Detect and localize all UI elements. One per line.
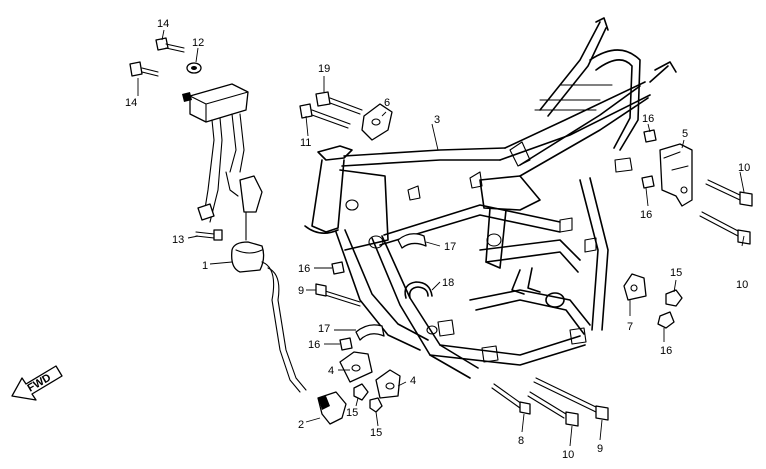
callout-9: 9 xyxy=(298,285,304,297)
bracket-6 xyxy=(361,103,393,141)
callout-14: 14 xyxy=(125,97,137,109)
callout-16: 16 xyxy=(640,209,652,221)
callout-11: 11 xyxy=(300,137,311,149)
callout-labels: 14 12 14 19 6 11 3 16 5 10 16 10 13 17 1… xyxy=(125,18,750,461)
cdi-unit xyxy=(182,83,263,241)
callout-15: 15 xyxy=(370,427,382,439)
callout-16: 16 xyxy=(298,263,310,275)
bracket-5 xyxy=(659,143,693,207)
callout-9: 9 xyxy=(597,443,603,455)
nut-16-upper-right xyxy=(643,129,657,143)
bolt-10-lower xyxy=(699,211,751,245)
bolt-13 xyxy=(195,229,223,241)
nut-16-mid-right xyxy=(641,175,655,189)
clamp-17-upper xyxy=(397,233,427,249)
callout-16: 16 xyxy=(642,113,654,125)
bracket-4-left xyxy=(339,351,373,383)
clamp-18 xyxy=(404,281,433,299)
callout-1: 1 xyxy=(202,260,208,272)
bolt-10-bottom xyxy=(527,391,579,427)
callout-15: 15 xyxy=(670,267,682,279)
forward-direction-indicator: FWD xyxy=(11,365,63,401)
clamp-17-lower xyxy=(355,324,385,341)
bolt-14-left xyxy=(129,61,159,77)
bolt-14-top xyxy=(155,37,185,53)
callout-8: 8 xyxy=(518,435,524,447)
callout-18: 18 xyxy=(442,277,454,289)
bolt-11 xyxy=(299,103,351,129)
leader-lines xyxy=(137,29,745,447)
spark-plug-cap xyxy=(317,391,347,425)
callout-14: 14 xyxy=(157,18,169,30)
fwd-label: FWD xyxy=(26,372,54,395)
nut-15-bottom-left xyxy=(353,383,369,401)
frame-body xyxy=(304,17,677,379)
callout-5: 5 xyxy=(682,128,688,140)
callout-17: 17 xyxy=(444,241,456,253)
nut-15-bottom-right xyxy=(369,397,383,413)
bracket-7 xyxy=(623,273,647,301)
callout-4: 4 xyxy=(410,375,416,387)
callout-2: 2 xyxy=(298,419,304,431)
nut-15-right xyxy=(665,289,683,307)
callout-3: 3 xyxy=(434,114,440,126)
bolt-10-upper xyxy=(705,179,753,207)
callout-15: 15 xyxy=(346,407,358,419)
callout-10: 10 xyxy=(738,162,750,174)
bolt-9-left xyxy=(315,283,361,307)
callout-12: 12 xyxy=(192,37,204,49)
nut-16-left-upper xyxy=(331,261,345,275)
callout-19: 19 xyxy=(318,63,330,75)
callout-10: 10 xyxy=(562,449,574,461)
callout-16: 16 xyxy=(308,339,320,351)
callout-16: 16 xyxy=(660,345,672,357)
bracket-4-right xyxy=(375,369,401,399)
nut-16-lower-right xyxy=(657,311,675,329)
nut-16-left-lower xyxy=(339,337,353,351)
callout-10: 10 xyxy=(736,279,748,291)
washer-12 xyxy=(186,62,202,74)
ignition-coil xyxy=(231,241,307,393)
callout-4: 4 xyxy=(328,365,334,377)
bolt-9-bottom xyxy=(533,377,609,421)
callout-6: 6 xyxy=(384,97,390,109)
callout-17: 17 xyxy=(318,323,330,335)
callout-7: 7 xyxy=(627,321,633,333)
bolt-8-bottom xyxy=(491,383,531,415)
bolt-19 xyxy=(315,91,363,115)
callout-13: 13 xyxy=(172,234,184,246)
